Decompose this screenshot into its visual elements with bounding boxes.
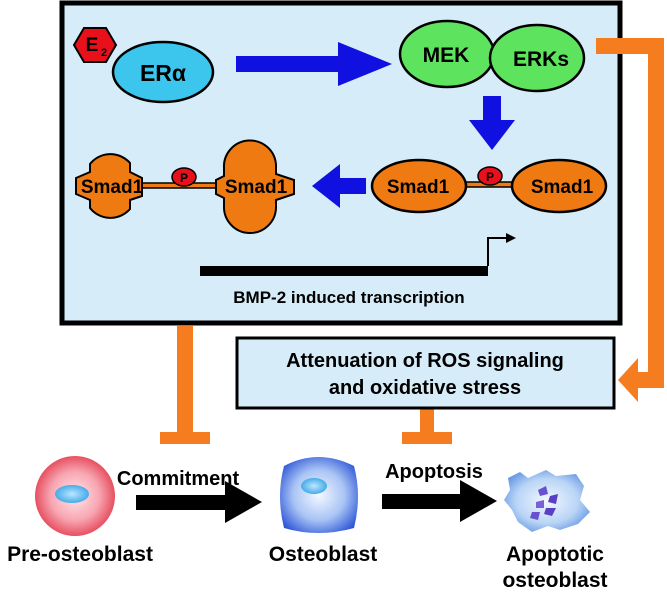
smad1-right-label: Smad1	[531, 177, 594, 198]
erk-to-ros-connector	[596, 38, 664, 402]
phospho-label-left: P	[180, 171, 188, 185]
inhibition-panel-to-commitment	[160, 326, 210, 444]
smad1-right-shape	[215, 139, 295, 234]
ligand-label: E	[86, 35, 99, 56]
fragment-5	[530, 512, 540, 520]
apoptotic-label-line-2: osteoblast	[502, 569, 607, 592]
smad1-dna-bound-dimer: P Smad1 Smad1	[75, 139, 295, 234]
arrow-smad-translocation	[312, 164, 366, 208]
ros-line-2: and oxidative stress	[329, 377, 521, 399]
ros-line-1: Attenuation of ROS signaling	[286, 350, 564, 372]
fragment-3	[536, 500, 544, 508]
smad1-left-shape	[75, 153, 143, 219]
erks-label: ERKs	[513, 48, 569, 71]
osteoblast-label: Osteoblast	[269, 543, 378, 566]
phospho-label: P	[486, 170, 494, 184]
fragment-1	[538, 486, 548, 496]
commitment-label: Commitment	[117, 468, 240, 490]
arrow-erk-to-smad	[469, 96, 515, 150]
smad1-left-node	[370, 158, 468, 214]
erks-node	[488, 23, 586, 93]
phospho-badge	[477, 166, 503, 186]
smad1-dimer-left-label: Smad1	[81, 177, 144, 198]
smad1-right-node	[510, 158, 608, 214]
phospho-badge-left	[171, 167, 197, 187]
smad1-phosphorylated-dimer: P Smad1 Smad1	[370, 158, 608, 214]
transcription-label: BMP-2 induced transcription	[233, 288, 464, 307]
transcription-dna	[200, 233, 516, 276]
apoptotic-osteoblast-cell	[504, 470, 590, 532]
ros-attenuation-box	[235, 336, 616, 410]
mek-label: MEK	[423, 44, 470, 67]
pre-osteoblast-cell	[35, 456, 115, 536]
fragment-4	[544, 508, 556, 516]
estradiol-ligand: E 2	[72, 27, 118, 63]
arrow-receptor-to-mek	[236, 42, 392, 86]
smad1-dimer-right-label: Smad1	[225, 177, 288, 198]
apoptosis-label: Apoptosis	[385, 461, 483, 483]
osteoblast-cell	[280, 457, 358, 533]
inhibition-ros-to-apoptosis	[402, 408, 452, 444]
fragment-2	[548, 494, 558, 504]
ligand-subscript: 2	[101, 47, 107, 59]
apoptotic-label-line-1: Apoptotic	[506, 543, 604, 566]
receptor-label: ERα	[140, 60, 186, 86]
smad1-left-label: Smad1	[387, 177, 450, 198]
pre-osteoblast-label: Pre-osteoblast	[7, 543, 153, 566]
arrow-apoptosis	[382, 480, 497, 522]
arrow-commitment	[136, 481, 262, 523]
er-alpha-receptor	[111, 40, 215, 104]
